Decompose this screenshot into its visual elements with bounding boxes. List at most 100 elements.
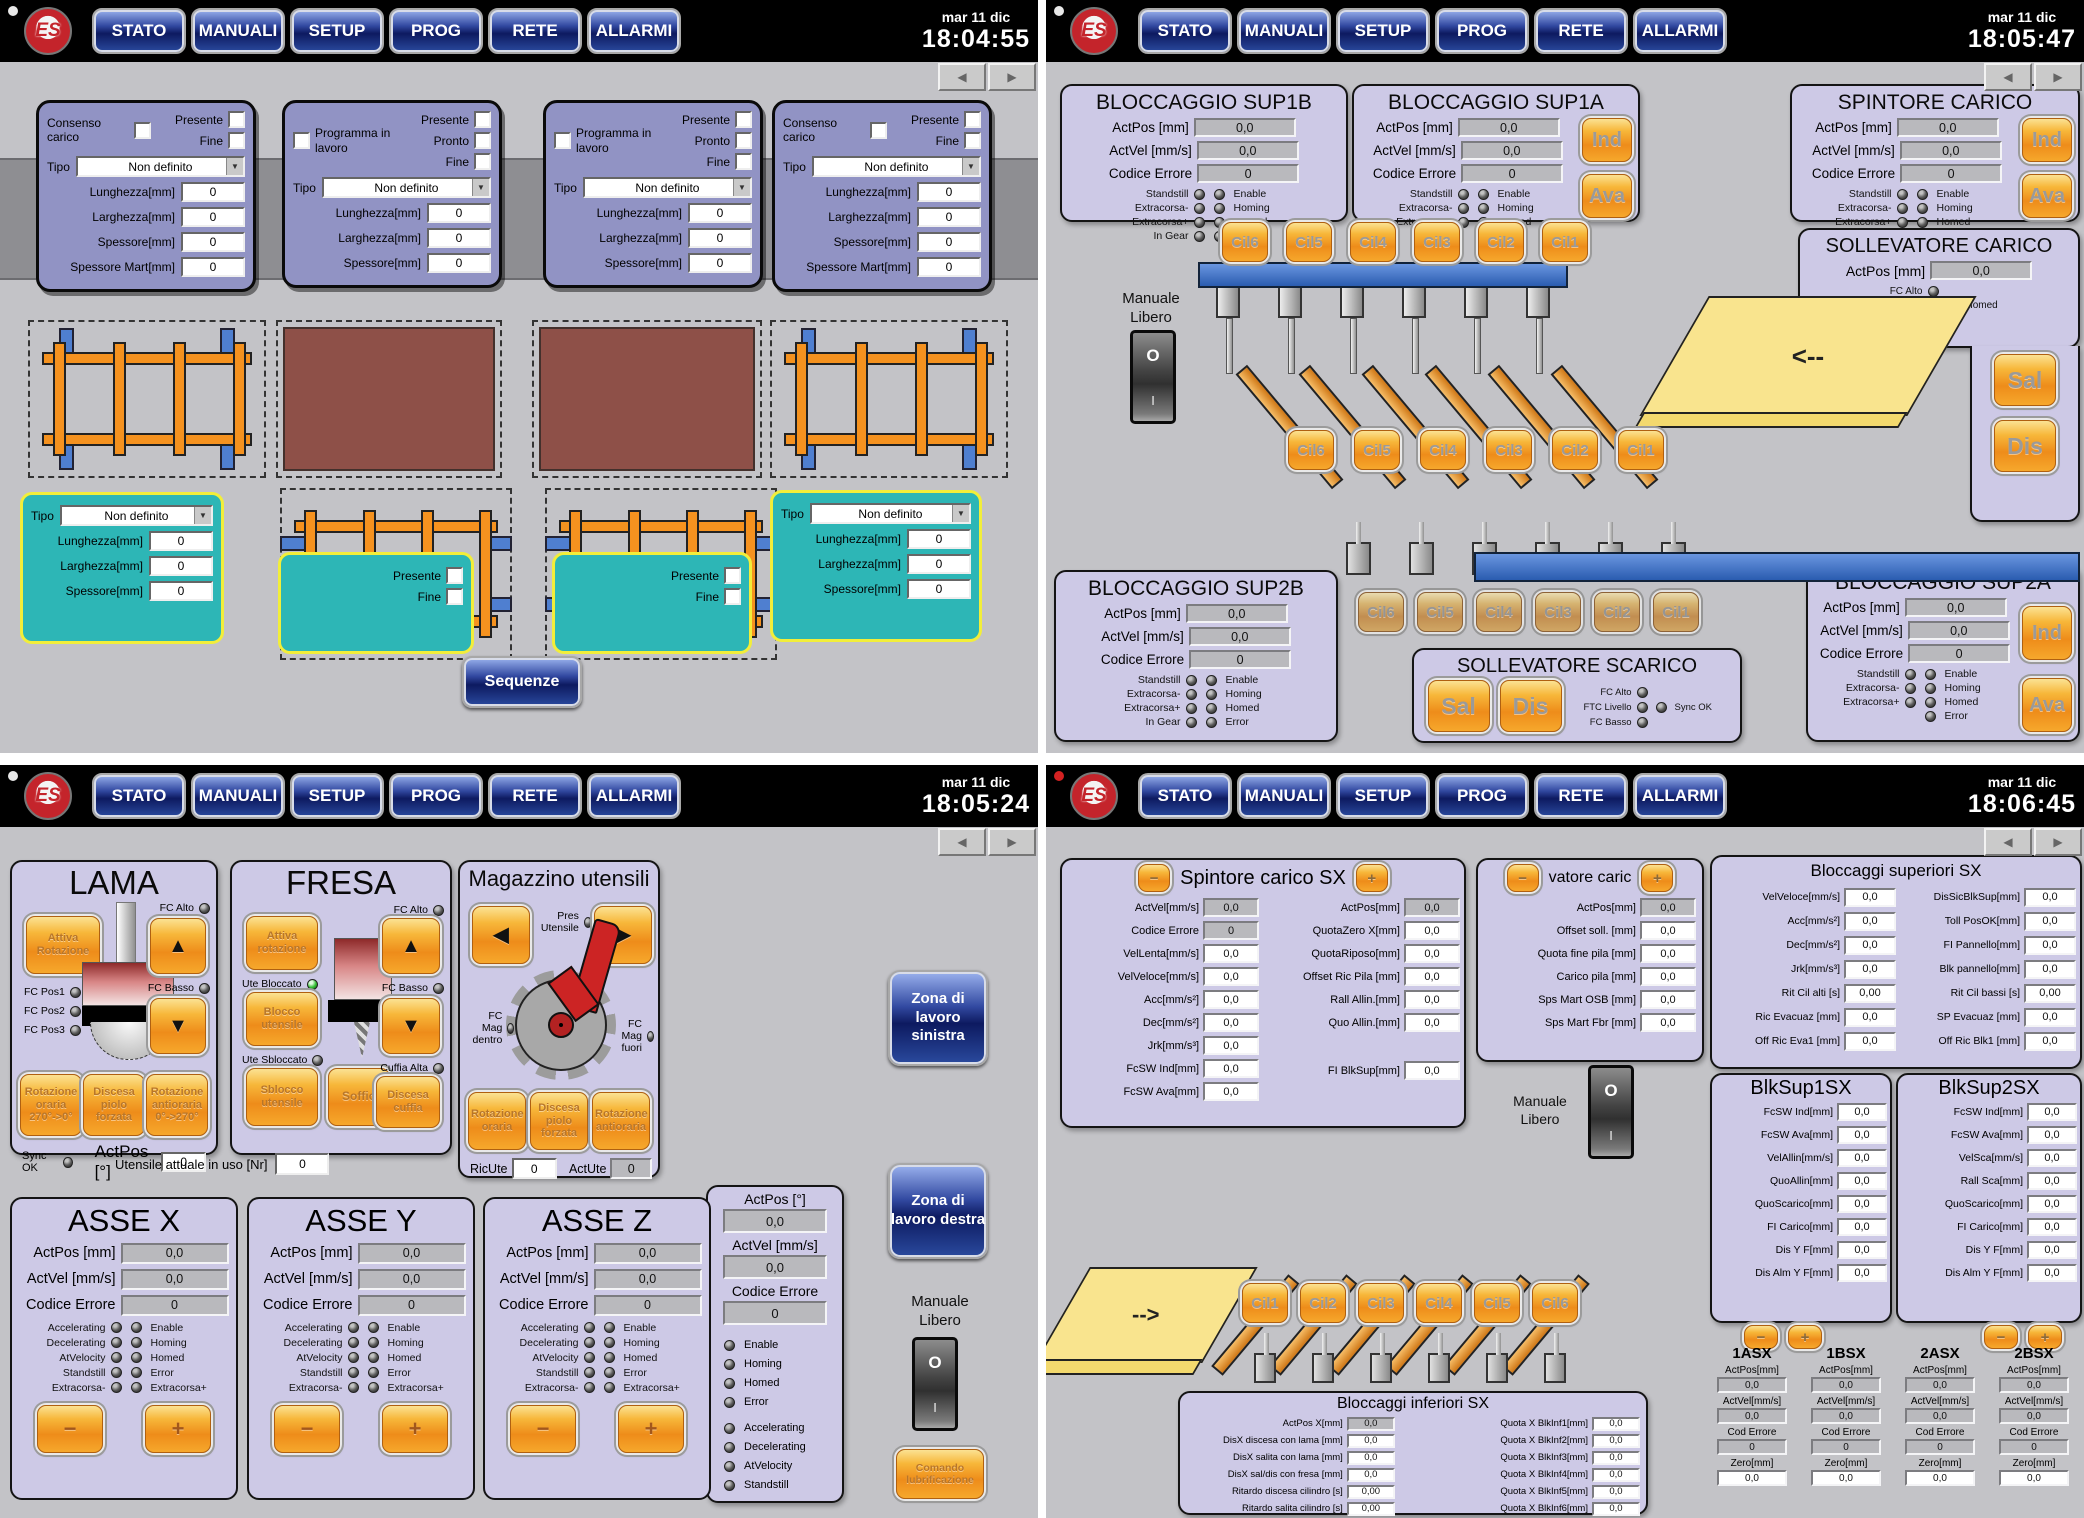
checkbox[interactable] [724,588,741,605]
field-value[interactable]: 0 [181,207,245,227]
value-field[interactable]: 0 [1717,1439,1787,1455]
cil-button[interactable]: Cil4 [1416,1283,1462,1323]
param-value[interactable]: 0,0 [1837,1148,1887,1167]
param-value[interactable]: 0,0 [1203,1059,1260,1078]
station-checkbox[interactable] [554,132,571,149]
nav-button[interactable]: ALLARMI [1633,8,1727,54]
ricute-value[interactable]: 0 [511,1158,557,1179]
jog-plus-button[interactable]: + [1355,864,1388,892]
param-value[interactable]: 0,0 [1203,1036,1260,1055]
param-value[interactable]: 0,0 [1640,990,1696,1009]
next-page-button[interactable]: ▶ [2034,828,2082,856]
cil-button[interactable]: Cil4 [1420,430,1466,470]
jog-plus-button[interactable]: + [2028,1325,2062,1349]
value-field[interactable]: 0 [1811,1439,1881,1455]
param-value[interactable]: 0,0 [1203,967,1260,986]
param-value[interactable]: 0,0 [1403,1061,1460,1080]
value-field[interactable]: 0,0 [1717,1377,1787,1393]
cil-button[interactable]: Cil6 [1358,592,1404,632]
nav-button[interactable]: SETUP [1336,773,1430,819]
jog-plus-button[interactable]: + [145,1405,211,1453]
param-value[interactable]: 0,0 [1640,898,1696,917]
nav-button[interactable]: ALLARMI [1633,773,1727,819]
station-checkbox[interactable] [870,121,887,139]
field-value[interactable]: 0 [688,253,752,273]
param-value[interactable]: 0,0 [1837,1240,1887,1259]
value-field[interactable]: 0,0 [1905,1470,1975,1486]
param-value[interactable]: 0,0 [1591,1416,1640,1431]
cil-button[interactable]: Cil5 [1354,430,1400,470]
prev-page-button[interactable]: ◀ [938,828,986,856]
nav-button[interactable]: PROG [389,773,483,819]
nav-button[interactable]: ALLARMI [587,773,681,819]
jog-minus-button[interactable]: − [274,1405,340,1453]
param-value[interactable]: 0,0 [1203,898,1260,917]
nav-button[interactable]: MANUALI [1237,8,1331,54]
discesa-cuffia-button[interactable]: Discesa cuffia [376,1076,440,1128]
param-value[interactable]: 0 [1203,921,1260,940]
param-value[interactable]: 0,0 [2024,1007,2076,1027]
checkbox[interactable] [964,132,981,149]
manual-free-switch[interactable]: O I [912,1337,958,1431]
jog-minus-button[interactable]: − [37,1405,103,1453]
comando-lubrificazione-button[interactable]: Comando lubrificazione [896,1449,984,1499]
param-value[interactable]: 0,0 [1203,1013,1260,1032]
cil-button[interactable]: Cil6 [1532,1283,1578,1323]
param-value[interactable]: 0,0 [1591,1433,1640,1448]
checkbox[interactable] [964,111,981,128]
rotazione-oraria-button[interactable]: Rotazione oraria 270°->0° [20,1074,82,1136]
param-value[interactable]: 0,0 [2024,887,2076,907]
param-value[interactable]: 0,0 [1844,911,1896,931]
value-field[interactable]: 0,0 [1999,1377,2069,1393]
cil-button[interactable]: Cil1 [1653,592,1699,632]
jog-minus-button[interactable]: − [1744,1325,1778,1349]
param-value[interactable]: 0,0 [2027,1263,2077,1282]
param-value[interactable]: 0,0 [1844,1031,1896,1051]
param-value[interactable]: 0,0 [1844,887,1896,907]
param-value[interactable]: 0,0 [2024,935,2076,955]
nav-button[interactable]: PROG [1435,8,1529,54]
param-value[interactable]: 0,0 [2024,911,2076,931]
value-field[interactable]: 0,0 [1811,1408,1881,1424]
value-field[interactable]: 0,0 [1999,1470,2069,1486]
param-value[interactable]: 0,0 [1844,959,1896,979]
jog-plus-button[interactable]: + [1788,1325,1822,1349]
param-value[interactable]: 0,0 [1844,1007,1896,1027]
param-value[interactable]: 0,0 [1591,1501,1640,1516]
param-value[interactable]: 0,0 [1837,1263,1887,1282]
lift-button[interactable]: Dis [1994,420,2056,472]
param-value[interactable]: 0,0 [2024,959,2076,979]
jog-button[interactable]: Ind [2022,606,2072,660]
param-value[interactable]: 0,0 [2027,1125,2077,1144]
prev-page-button[interactable]: ◀ [1984,63,2032,91]
param-value[interactable]: 0,0 [1403,944,1460,963]
lift-button[interactable]: Sal [1994,354,2056,406]
cil-button[interactable]: Cil2 [1594,592,1640,632]
param-value[interactable]: 0,0 [2027,1194,2077,1213]
param-value[interactable]: 0,0 [1203,1082,1260,1101]
field-value[interactable]: 0 [149,531,213,551]
next-page-button[interactable]: ▶ [988,828,1036,856]
checkbox[interactable] [228,111,245,128]
param-value[interactable]: 0,0 [1403,921,1460,940]
param-value[interactable]: 0,0 [1591,1450,1640,1465]
param-value[interactable]: 0,0 [2027,1217,2077,1236]
jog-plus-button[interactable]: + [618,1405,684,1453]
station-checkbox[interactable] [134,121,151,139]
nav-button[interactable]: STATO [1138,8,1232,54]
jog-button[interactable]: Ind [2022,118,2072,162]
field-value[interactable]: 0 [688,228,752,248]
rotazione-oraria-button[interactable]: Rotazione oraria [468,1092,526,1150]
sequenze-button[interactable]: Sequenze [462,656,582,708]
param-value[interactable]: 0,0 [1203,990,1260,1009]
field-value[interactable]: 0 [181,182,245,202]
jog-minus-button[interactable]: − [1138,864,1171,892]
discesa-piolo-button[interactable]: Discesa piolo forzata [530,1092,588,1150]
param-value[interactable]: 0,0 [1403,990,1460,1009]
param-value[interactable]: 0,0 [1640,944,1696,963]
field-value[interactable]: 0 [917,232,981,252]
param-value[interactable]: 0,0 [1591,1467,1640,1482]
param-value[interactable]: 0,00 [1346,1484,1395,1499]
value-field[interactable]: 0 [1999,1439,2069,1455]
nav-button[interactable]: RETE [488,773,582,819]
